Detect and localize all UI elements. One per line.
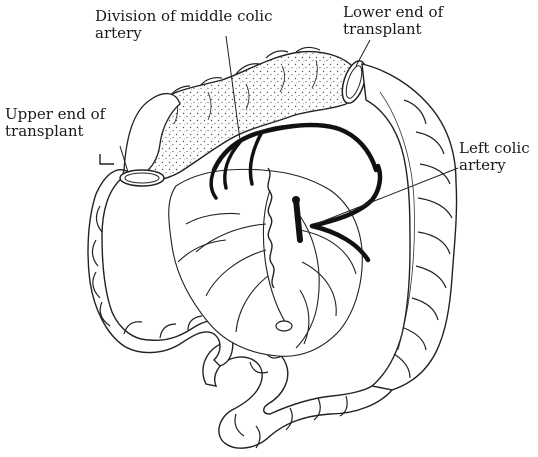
label-upper-line2: transplant xyxy=(5,123,105,140)
descending-colon xyxy=(362,64,457,390)
small-bowel-end xyxy=(276,321,292,331)
l-marker-bracket xyxy=(100,154,114,164)
upper-end-ring xyxy=(120,170,164,186)
artery-stump-cap xyxy=(292,196,300,204)
sigmoid-colon xyxy=(203,340,392,448)
label-left-line1: Left colic xyxy=(459,140,530,157)
label-upper-line1: Upper end of xyxy=(5,106,105,123)
label-lower-line1: Lower end of xyxy=(343,4,443,21)
label-lower-end-transplant: Lower end of transplant xyxy=(343,4,443,38)
label-upper-end-transplant: Upper end of transplant xyxy=(5,106,105,140)
label-lower-line2: transplant xyxy=(343,21,443,38)
label-left-line2: artery xyxy=(459,157,530,174)
label-division-line2: artery xyxy=(95,25,273,42)
label-division-line1: Division of middle colic xyxy=(95,8,273,25)
artery-stump xyxy=(296,200,300,240)
label-left-colic-artery: Left colic artery xyxy=(459,140,530,174)
label-division-middle-colic: Division of middle colic artery xyxy=(95,8,273,42)
